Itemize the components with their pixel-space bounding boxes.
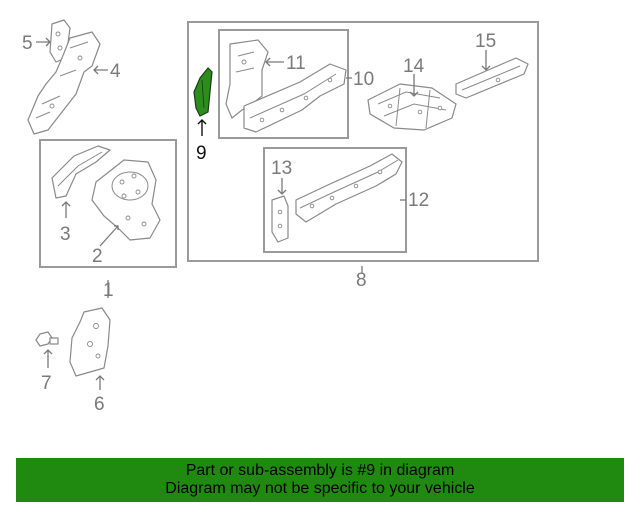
- callout-10: 10: [353, 69, 374, 90]
- notice-banner: Part or sub-assembly is #9 in diagram Di…: [16, 458, 624, 502]
- part-12[interactable]: [295, 153, 403, 223]
- leader-lines: [36, 37, 491, 390]
- group-box-1: [39, 139, 177, 268]
- banner-line-1: Part or sub-assembly is #9 in diagram: [185, 462, 455, 479]
- part-14[interactable]: [367, 83, 457, 131]
- part-4[interactable]: [27, 31, 101, 135]
- callout-11: 11: [286, 53, 306, 74]
- part-2[interactable]: [91, 159, 161, 241]
- callout-5: 5: [22, 33, 33, 54]
- callout-1: 1: [103, 280, 114, 301]
- callout-6: 6: [94, 394, 105, 415]
- part-9-highlighted[interactable]: [193, 67, 213, 117]
- callout-7: 7: [41, 373, 52, 394]
- callout-3: 3: [60, 224, 71, 245]
- part-15[interactable]: [455, 57, 529, 99]
- part-13[interactable]: [271, 195, 289, 243]
- group-box-10: [218, 29, 349, 139]
- callout-2: 2: [92, 246, 103, 267]
- callout-12: 12: [408, 190, 429, 211]
- callout-4: 4: [110, 61, 121, 82]
- callout-8: 8: [356, 270, 367, 291]
- part-6[interactable]: [69, 307, 111, 377]
- callout-9: 9: [196, 143, 207, 164]
- callout-15: 15: [475, 31, 496, 52]
- group-box-8: [187, 21, 539, 262]
- part-10[interactable]: [243, 63, 347, 133]
- banner-line-2: Diagram may not be specific to your vehi…: [165, 480, 475, 497]
- part-7[interactable]: [35, 331, 59, 347]
- callout-14: 14: [403, 56, 425, 77]
- part-3[interactable]: [51, 145, 111, 199]
- callout-13: 13: [271, 158, 292, 179]
